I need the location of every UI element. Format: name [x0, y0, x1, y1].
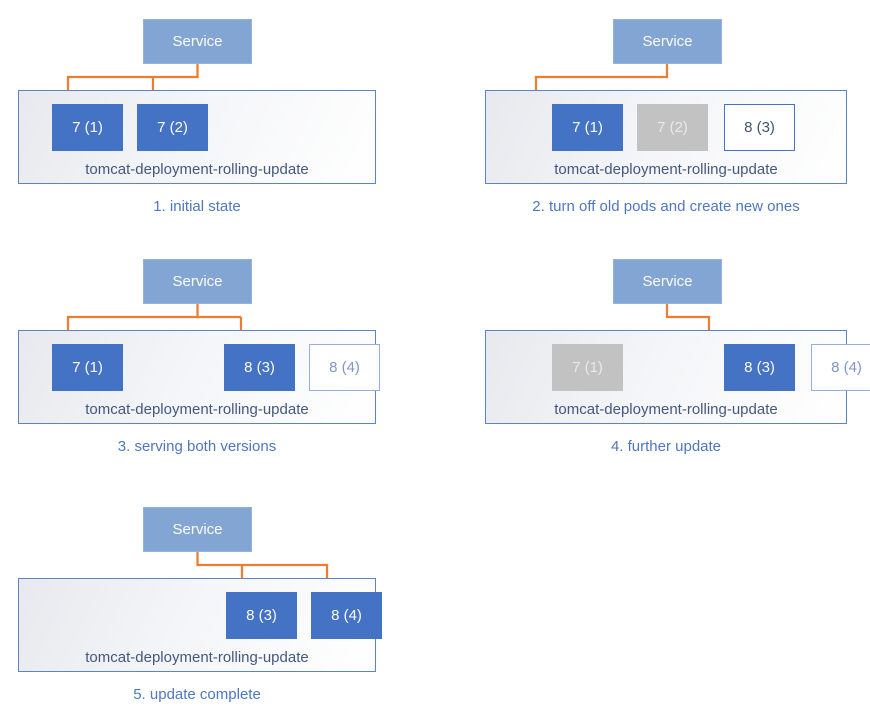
pod-7-1: 7 (1)	[552, 344, 623, 391]
pod-8-3: 8 (3)	[724, 104, 795, 151]
stage-panel-2: Service 7 (1) 7 (2) 8 (3) tomcat-deploym…	[435, 0, 870, 240]
pod-label: 7 (1)	[572, 119, 603, 136]
pod-label: 8 (4)	[331, 607, 362, 624]
deployment-box: 7 (1) 7 (2) tomcat-deployment-rolling-up…	[18, 90, 376, 184]
deployment-label: tomcat-deployment-rolling-update	[554, 161, 778, 178]
deployment-box: 8 (3) 8 (4) tomcat-deployment-rolling-up…	[18, 578, 382, 672]
pod-8-3: 8 (3)	[226, 592, 297, 639]
stage-caption: 4. further update	[610, 438, 722, 455]
service-label: Service	[642, 273, 693, 290]
pod-8-3: 8 (3)	[724, 344, 795, 391]
stage-panel-5: Service 8 (3) 8 (4) tomcat-deployment-ro…	[0, 480, 435, 718]
pod-8-4: 8 (4)	[309, 344, 380, 391]
deployment-box: 7 (1) 8 (3) 8 (4) tomcat-deployment-roll…	[18, 330, 380, 424]
stage-caption: 3. serving both versions	[117, 438, 277, 455]
pod-7-2: 7 (2)	[137, 104, 208, 151]
deployment-label: tomcat-deployment-rolling-update	[85, 161, 309, 178]
service-label: Service	[642, 33, 693, 50]
pod-label: 7 (2)	[657, 119, 688, 136]
service-box: Service	[143, 19, 252, 64]
pod-7-1: 7 (1)	[52, 344, 123, 391]
pod-label: 8 (3)	[744, 119, 775, 136]
pod-label: 8 (4)	[831, 359, 862, 376]
pod-7-1: 7 (1)	[52, 104, 123, 151]
stage-caption: 1. initial state	[153, 198, 241, 215]
stage-caption: 5. update complete	[133, 686, 261, 703]
service-box: Service	[143, 507, 252, 552]
service-label: Service	[172, 521, 223, 538]
pod-label: 7 (2)	[157, 119, 188, 136]
deployment-label: tomcat-deployment-rolling-update	[85, 649, 309, 666]
service-box: Service	[143, 259, 252, 304]
pod-label: 8 (3)	[244, 359, 275, 376]
stage-caption: 2. turn off old pods and create new ones	[532, 198, 800, 215]
pod-8-3: 8 (3)	[224, 344, 295, 391]
pod-8-4: 8 (4)	[311, 592, 382, 639]
pod-label: 7 (1)	[72, 359, 103, 376]
stage-panel-4: Service 7 (1) 8 (3) 8 (4) tomcat-deploym…	[435, 240, 870, 480]
pod-label: 8 (4)	[329, 359, 360, 376]
pod-label: 7 (1)	[72, 119, 103, 136]
stage-panel-1: Service 7 (1) 7 (2) tomcat-deployment-ro…	[0, 0, 435, 240]
deployment-label: tomcat-deployment-rolling-update	[554, 401, 778, 418]
pod-label: 8 (3)	[246, 607, 277, 624]
deployment-label: tomcat-deployment-rolling-update	[85, 401, 309, 418]
service-box: Service	[613, 259, 722, 304]
pod-7-2: 7 (2)	[637, 104, 708, 151]
stage-panel-3: Service 7 (1) 8 (3) 8 (4) tomcat-de	[0, 240, 435, 480]
pod-8-4: 8 (4)	[811, 344, 870, 391]
deployment-box: 7 (1) 7 (2) 8 (3) tomcat-deployment-roll…	[485, 90, 847, 184]
service-box: Service	[613, 19, 722, 64]
service-label: Service	[172, 273, 223, 290]
service-label: Service	[172, 33, 223, 50]
pod-7-1: 7 (1)	[552, 104, 623, 151]
pod-label: 7 (1)	[572, 359, 603, 376]
pod-label: 8 (3)	[744, 359, 775, 376]
deployment-box: 7 (1) 8 (3) 8 (4) tomcat-deployment-roll…	[485, 330, 870, 424]
